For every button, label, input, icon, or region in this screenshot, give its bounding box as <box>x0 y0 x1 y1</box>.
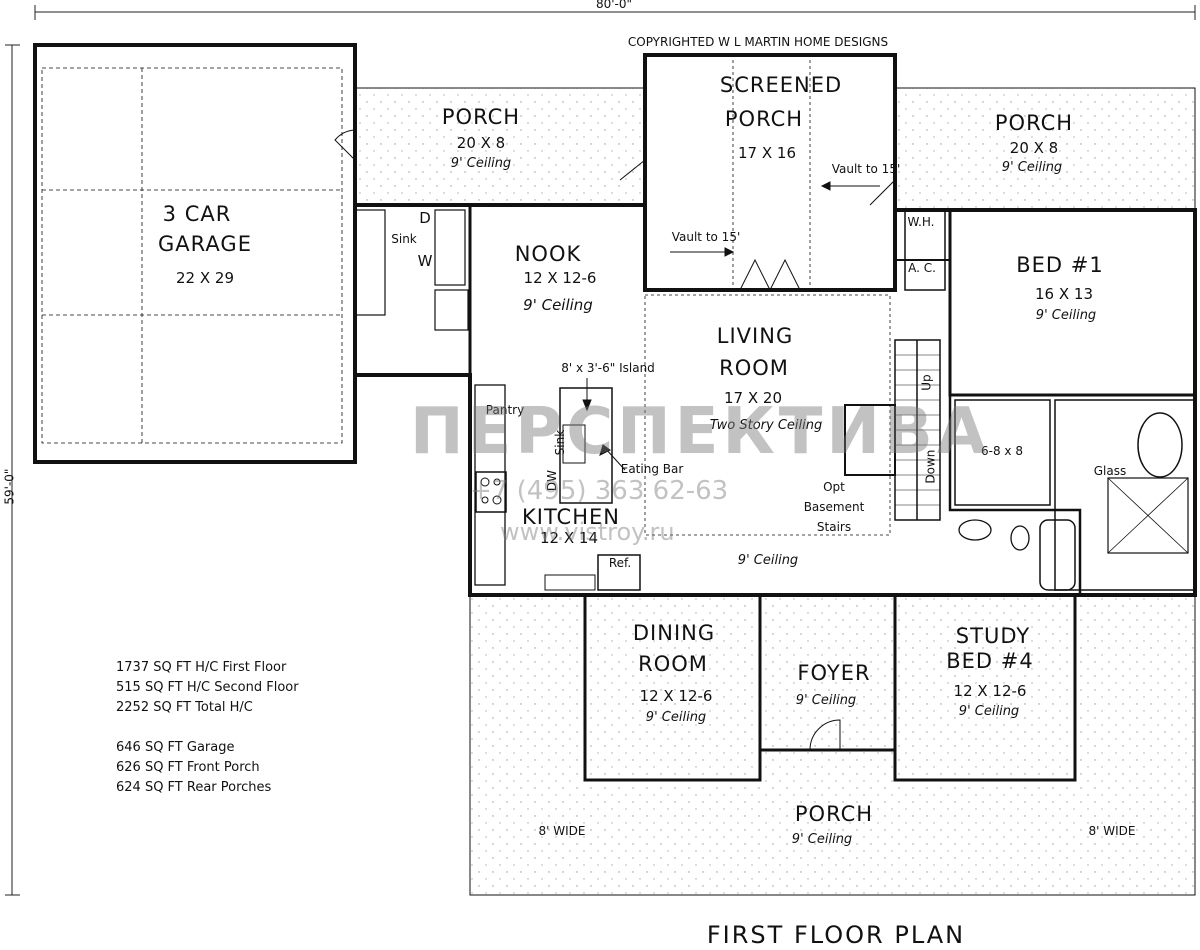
width-dimension: 80'-0" <box>595 0 633 11</box>
porch-areas <box>355 88 1195 895</box>
vault-label-left: Vault to 15' <box>671 230 741 244</box>
rear-porch-left-size: 20 X 8 <box>456 134 506 152</box>
rear-porch-left-ceiling: 9' Ceiling <box>450 156 512 171</box>
copyright-text: COPYRIGHTED W L MARTIN HOME DESIGNS <box>627 35 889 49</box>
watermark-phone: +7 (495) 363 62-63 <box>470 476 729 506</box>
stat-front-porch: 626 SQ FT Front Porch <box>116 760 260 775</box>
study-size: 12 X 12-6 <box>953 682 1027 700</box>
watermark-site: www.vistroy.ru <box>500 518 675 546</box>
living-room-ceiling: Two Story Ceiling <box>709 418 823 433</box>
shower-glass-label: Glass <box>1093 464 1127 478</box>
study-walls <box>893 595 1077 782</box>
hall-ceiling: 9' Ceiling <box>737 553 799 568</box>
study-label: STUDY <box>955 624 1031 648</box>
study-label-2: BED #4 <box>946 649 1034 673</box>
screened-porch-label-2: PORCH <box>724 107 804 131</box>
water-heater-label: W.H. <box>907 215 935 229</box>
bed1-size: 16 X 13 <box>1035 285 1093 303</box>
laundry-sink-label: Sink <box>391 232 417 246</box>
stat-rear-porches: 624 SQ FT Rear Porches <box>116 780 272 795</box>
annotation-arrows <box>582 181 880 471</box>
basement-stairs-label-2: Basement <box>803 500 865 514</box>
island <box>559 387 613 504</box>
dining-room-size: 12 X 12-6 <box>639 687 713 705</box>
front-porch-width-right: 8' WIDE <box>1088 824 1136 838</box>
front-porch-ceiling: 9' Ceiling <box>791 832 853 847</box>
fireplace <box>844 404 896 476</box>
island-label: 8' x 3'-6" Island <box>561 361 655 375</box>
living-room-label-2: ROOM <box>719 356 789 380</box>
ac-label: A. C. <box>908 261 936 275</box>
washer-label: W <box>417 252 433 270</box>
nook-label: NOOK <box>514 242 582 266</box>
watermark-logo: ПЕРСПЕКТИВА <box>410 395 991 469</box>
dining-room-label-2: ROOM <box>638 652 708 676</box>
screened-porch-size: 17 X 16 <box>738 144 796 162</box>
stat-total: 2252 SQ FT Total H/C <box>116 700 253 715</box>
dimension-lines <box>5 5 1196 896</box>
rear-porch-right-ceiling: 9' Ceiling <box>1001 160 1063 175</box>
kitchen-label: KITCHEN <box>522 505 620 529</box>
square-footage-summary: 1737 SQ FT H/C First Floor 515 SQ FT H/C… <box>116 658 299 798</box>
garage-size: 22 X 29 <box>176 269 234 287</box>
garage-label: 3 CAR <box>162 202 232 226</box>
dining-room-label: DINING <box>632 621 716 645</box>
bed1-label: BED #1 <box>1016 253 1104 277</box>
study-ceiling: 9' Ceiling <box>958 704 1020 719</box>
stat-garage: 646 SQ FT Garage <box>116 740 235 755</box>
garage-label-2: GARAGE <box>158 232 252 256</box>
dining-room-ceiling: 9' Ceiling <box>645 710 707 725</box>
rear-porch-left-label: PORCH <box>441 105 521 129</box>
living-room-label: LIVING <box>716 324 794 348</box>
refrigerator-label: Ref. <box>608 556 632 570</box>
kitchen-size: 12 X 14 <box>540 529 598 547</box>
dining-walls <box>583 595 762 782</box>
plan-title: FIRST FLOOR PLAN <box>706 921 966 949</box>
house-walls <box>353 203 1197 597</box>
closet-size: 6-8 x 8 <box>981 444 1023 458</box>
rear-porch-right-size: 20 X 8 <box>1009 139 1059 157</box>
basement-stairs-label-1: Opt <box>823 480 845 494</box>
rear-porch-right-label: PORCH <box>994 111 1074 135</box>
front-porch-label: PORCH <box>794 802 874 826</box>
nook-ceiling: 9' Ceiling <box>523 296 593 314</box>
stat-second-floor: 515 SQ FT H/C Second Floor <box>116 680 299 695</box>
stairs-up-label: Up <box>919 374 934 391</box>
stat-spacer <box>116 718 299 738</box>
dryer-label: D <box>419 209 431 227</box>
depth-dimension: 59'-0" <box>2 468 17 505</box>
foyer-label: FOYER <box>797 661 871 685</box>
eating-bar-label: Eating Bar <box>620 462 684 476</box>
nook-size: 12 X 12-6 <box>523 269 597 287</box>
stat-first-floor: 1737 SQ FT H/C First Floor <box>116 660 287 675</box>
front-porch-width-left: 8' WIDE <box>538 824 586 838</box>
bed1-ceiling: 9' Ceiling <box>1035 308 1097 323</box>
screened-porch-label: SCREENED <box>719 73 843 97</box>
foyer-ceiling: 9' Ceiling <box>795 693 857 708</box>
basement-stairs-label-3: Stairs <box>816 520 852 534</box>
vault-label-right: Vault to 15' <box>831 162 901 176</box>
pantry-label: Pantry <box>485 403 525 417</box>
living-room-size: 17 X 20 <box>724 389 782 407</box>
